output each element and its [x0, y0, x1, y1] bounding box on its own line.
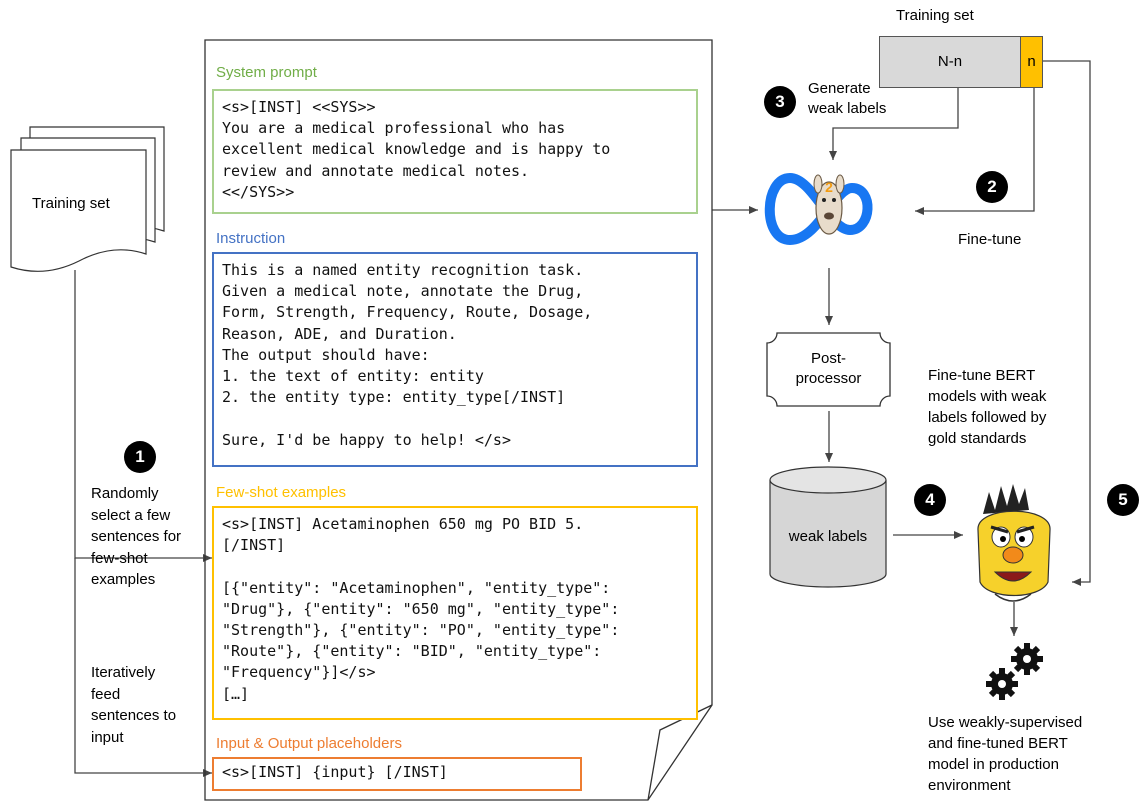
fewshot-title: Few-shot examples: [216, 484, 347, 501]
postprocessor-label: Post- processor: [795, 350, 862, 387]
inout-box: <s>[INST] {input} [/INST]: [212, 757, 582, 791]
step-2-badge: 2: [976, 171, 1008, 203]
system-prompt-box: <s>[INST] <<SYS>> You are a medical prof…: [212, 89, 698, 214]
iterative-feed-label: Iteratively feed sentences to input: [91, 664, 177, 746]
weak-labels-database: [769, 466, 887, 588]
llama-logo-icon: 2: [764, 173, 873, 245]
fewshot-box: <s>[INST] Acetaminophen 650 mg PO BID 5.…: [212, 506, 698, 720]
step-3-label: Generate weak labels: [808, 80, 887, 117]
step-3-badge: 3: [764, 86, 796, 118]
step-1-badge: 1: [124, 441, 156, 473]
bert-face-icon: [977, 484, 1051, 602]
step-1-label: Randomly select a few sentences for few-…: [91, 485, 182, 588]
postprocessor-shape: [766, 332, 891, 407]
arrow-generate-weak-labels: [829, 88, 959, 160]
step-2-label: Fine-tune: [958, 231, 1022, 248]
weak-labels-label: weak labels: [788, 528, 868, 545]
system-prompt-title: System prompt: [216, 64, 317, 81]
training-subset-main: N-n: [879, 36, 1021, 88]
gear-icon: [986, 643, 1043, 700]
arrow-fine-tune: [915, 88, 1035, 215]
instruction-title: Instruction: [216, 230, 286, 247]
production-caption: Use weakly-supervised and fine-tuned BER…: [928, 714, 1083, 794]
prompt-document: [204, 39, 713, 801]
step-5-badge: 5: [1107, 484, 1139, 516]
training-subset-small: n: [1021, 36, 1043, 88]
arrow-to-input: [74, 558, 212, 777]
top-training-set-title: Training set: [896, 7, 974, 24]
training-set-document-icon: [10, 126, 165, 272]
svg-text:2: 2: [825, 179, 833, 195]
step-4-badge: 4: [914, 484, 946, 516]
arrow-n-to-bert: [1043, 60, 1091, 586]
inout-title: Input & Output placeholders: [216, 735, 402, 752]
instruction-box: This is a named entity recognition task.…: [212, 252, 698, 467]
left-training-set-label: Training set: [32, 195, 110, 212]
bert-caption: Fine-tune BERT models with weak labels f…: [928, 367, 1047, 447]
